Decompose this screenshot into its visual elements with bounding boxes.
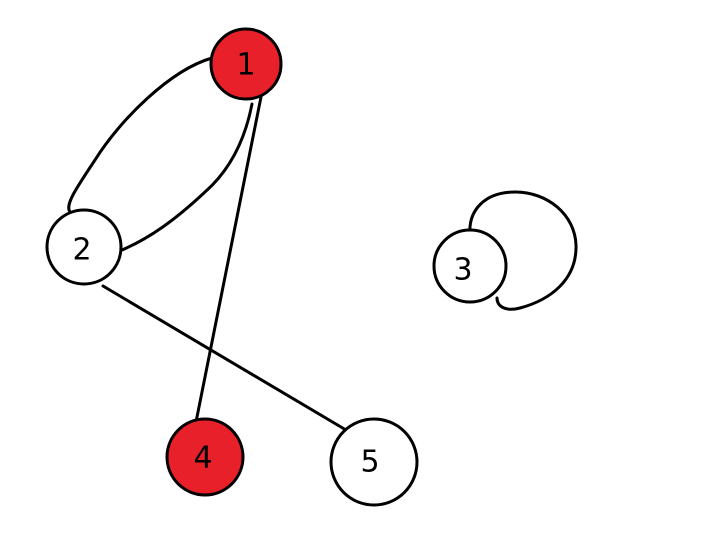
edge-1-2-outer <box>67 56 214 214</box>
edge-3-3-loop <box>468 190 578 311</box>
node-2: 2 <box>45 208 123 286</box>
node-4: 4 <box>165 417 245 497</box>
edges-layer <box>67 56 578 432</box>
node-5-label: 5 <box>360 445 379 480</box>
node-3-circle <box>432 228 508 304</box>
nodes-layer: 1 2 3 4 5 <box>45 27 508 507</box>
node-4-circle <box>165 417 245 497</box>
node-1-label: 1 <box>236 48 255 83</box>
node-5: 5 <box>329 417 419 507</box>
node-5-circle <box>329 417 419 507</box>
node-3: 3 <box>432 228 508 304</box>
node-4-label: 4 <box>193 441 212 476</box>
edge-1-4 <box>194 90 264 424</box>
node-3-label: 3 <box>453 253 472 288</box>
edge-2-5 <box>101 284 348 432</box>
node-1-circle <box>209 27 283 101</box>
edge-1-2-inner <box>120 102 254 252</box>
node-1: 1 <box>209 27 283 101</box>
node-2-label: 2 <box>72 233 91 268</box>
node-2-circle <box>45 208 123 286</box>
